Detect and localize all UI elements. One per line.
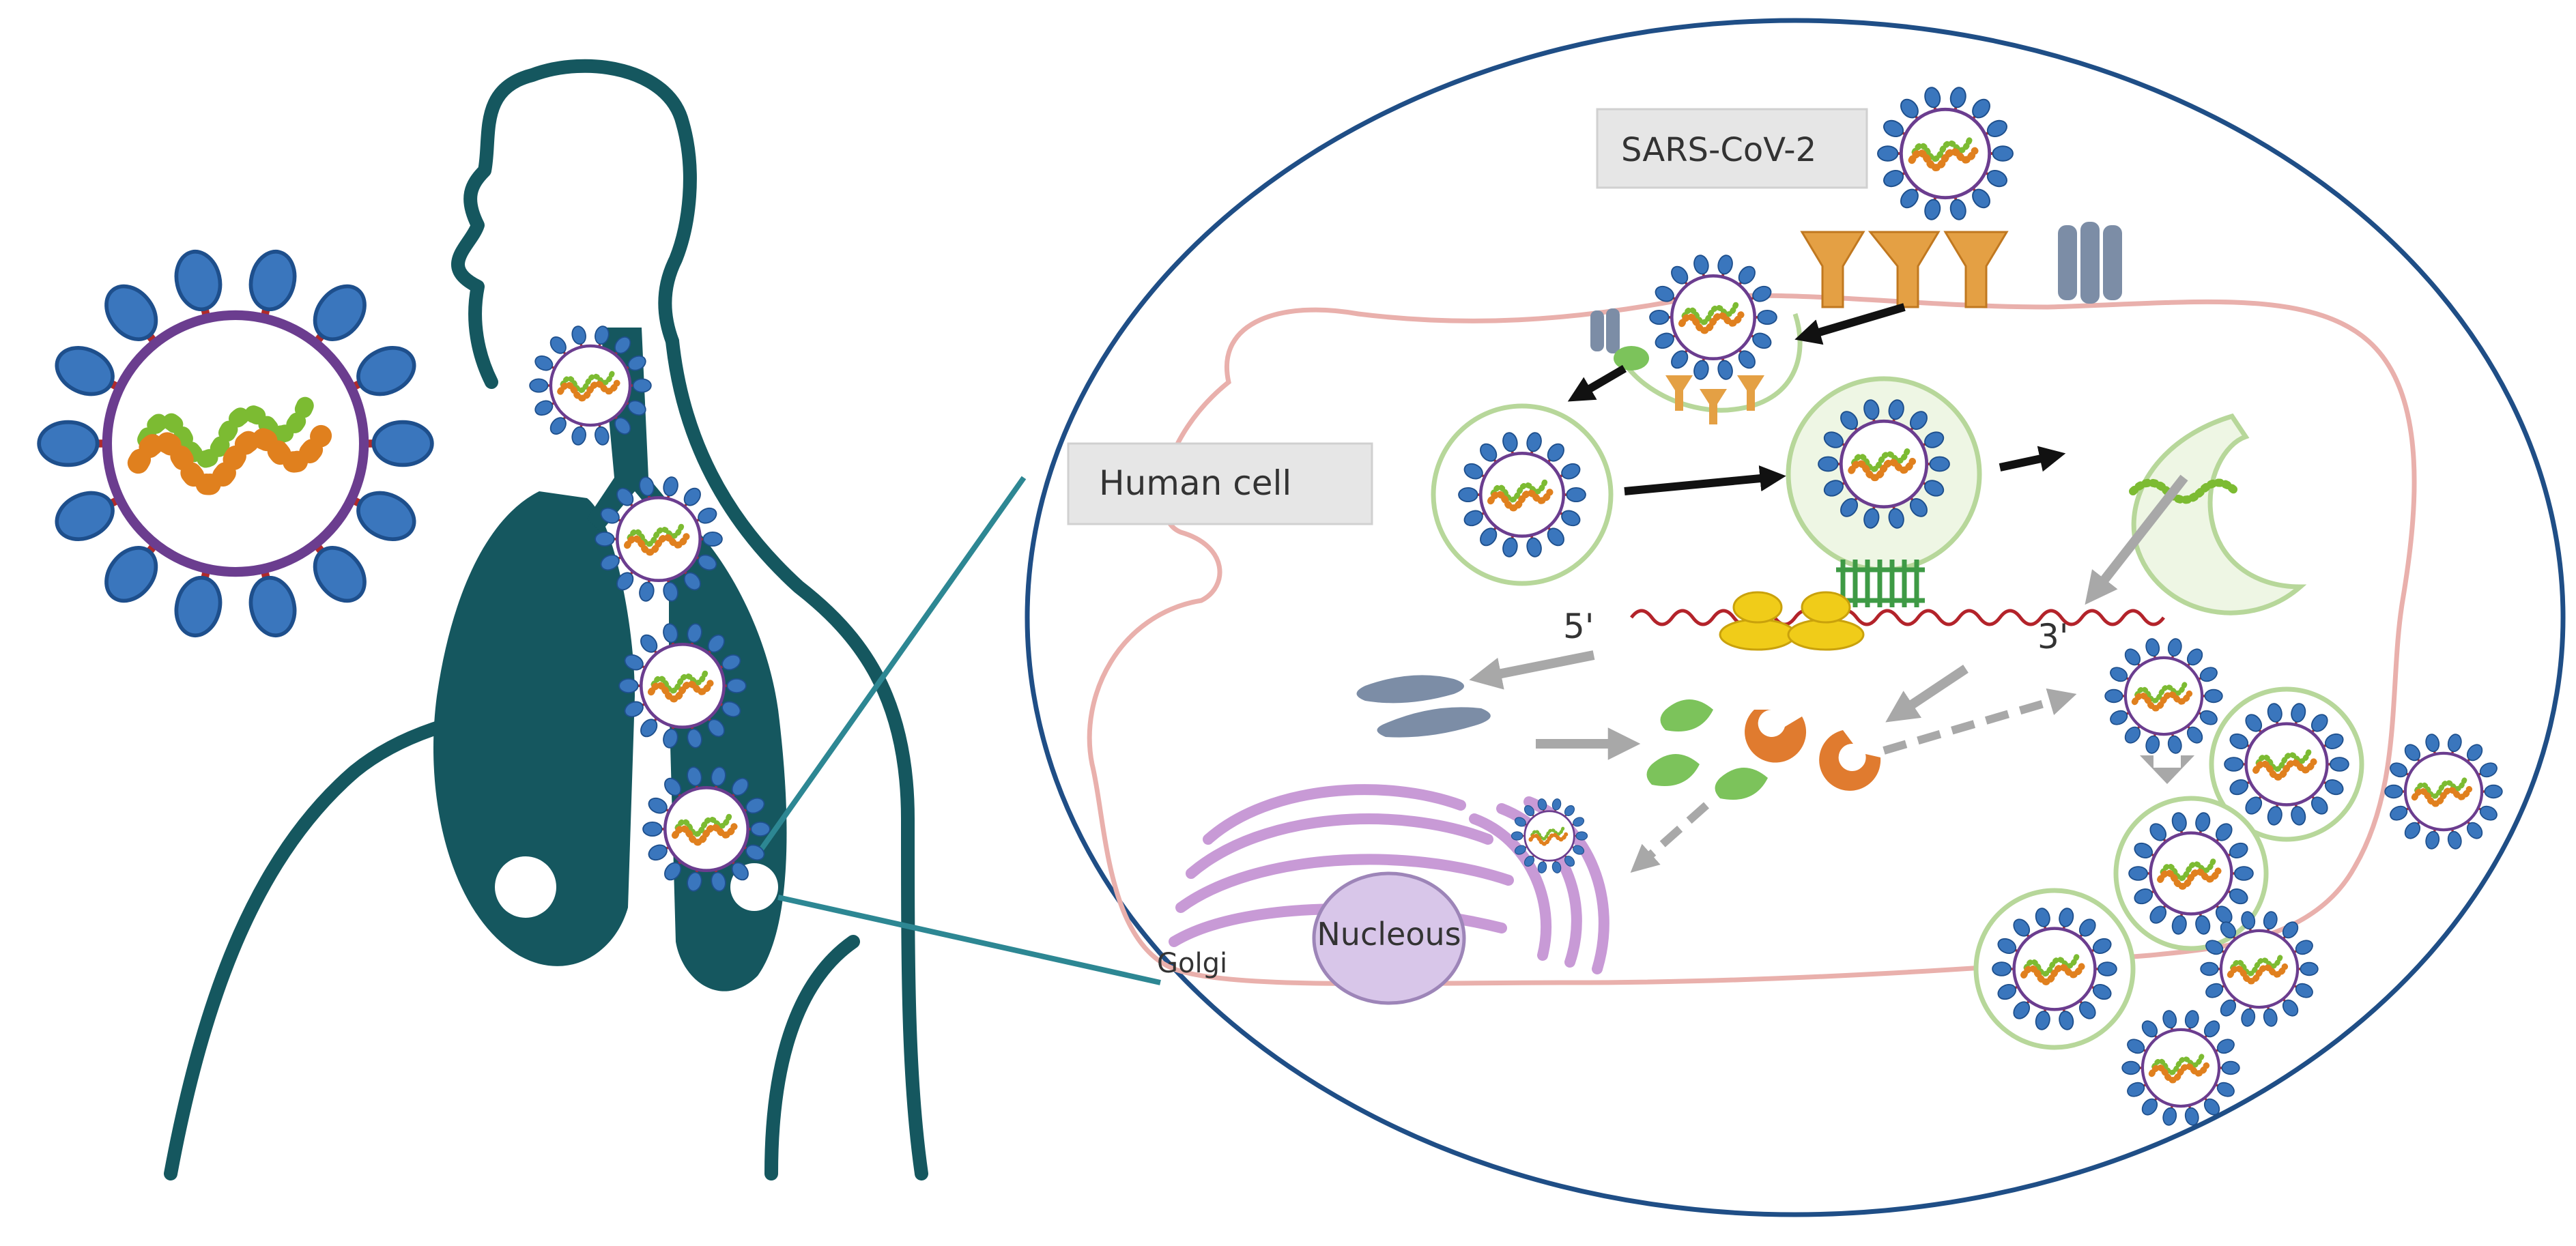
structural-protein-group: [1356, 675, 1491, 738]
green-protein-icon: [1646, 754, 1700, 786]
receptor-icon: [1867, 231, 1941, 308]
orange-protein-icon: [1819, 730, 1881, 791]
small-receptor-group: [1665, 375, 1764, 424]
sars-cov-2-label: SARS-CoV-2: [1596, 108, 1868, 189]
large-virus-icon: [39, 247, 432, 639]
nucleus-label: Nucleous: [1317, 916, 1461, 953]
released-viral-rna: [2129, 478, 2239, 504]
five-prime-label: 5': [1563, 607, 1594, 646]
mrna-strand: [1630, 609, 2165, 626]
lung-alveolus-left: [495, 856, 556, 918]
zoom-connector-lines: [758, 476, 1161, 985]
viral-protein-group: [1646, 699, 1881, 800]
receptor-icon: [1800, 231, 1865, 308]
entry-arrows: [1567, 303, 2066, 495]
nucleus: [1312, 871, 1466, 1005]
membrane-channel-icon: [2058, 222, 2122, 304]
receptor-icon: [1943, 231, 2009, 308]
proton-pump-icon: [1836, 560, 1925, 607]
orange-protein-icon: [1745, 710, 1807, 763]
receptor-group: [1800, 231, 2009, 308]
replication-arrows: [1469, 474, 2188, 760]
golgi-label: Golgi: [1157, 948, 1227, 979]
ribosome-icon: [1719, 591, 1865, 651]
human-cell-label-text: Human cell: [1099, 463, 1291, 503]
human-cell-label: Human cell: [1067, 442, 1373, 525]
green-protease-icon: [1614, 346, 1649, 371]
down-arrow-icon: [2140, 755, 2194, 784]
small-channel-icon: [1590, 308, 1620, 353]
sars-cov-2-label-text: SARS-CoV-2: [1621, 131, 1816, 169]
three-prime-label: 3': [2037, 617, 2069, 656]
green-protein-icon: [1715, 768, 1768, 800]
assembly-dashed-arrows: [1630, 688, 2077, 873]
green-protein-icon: [1660, 699, 1713, 731]
